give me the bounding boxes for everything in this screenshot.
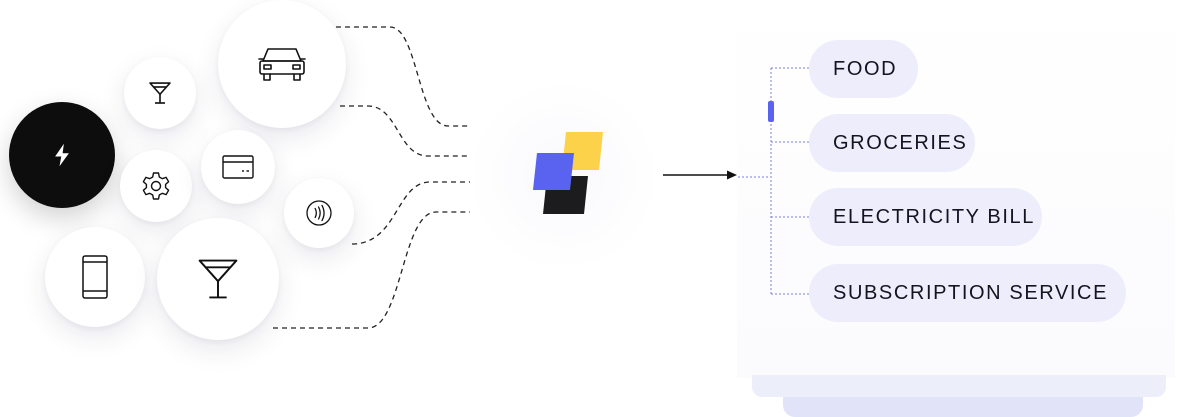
contactless-bubble bbox=[284, 178, 354, 248]
cocktail-glass-icon bbox=[198, 259, 238, 299]
category-food-label: FOOD bbox=[833, 57, 898, 80]
stacked-tiles-logo bbox=[533, 132, 603, 214]
output-arrow-head bbox=[727, 170, 737, 180]
connector-car bbox=[336, 26, 470, 127]
category-subscription-label: SUBSCRIPTION SERVICE bbox=[833, 281, 1109, 304]
active-indicator bbox=[768, 101, 774, 122]
category-subscription-service: SUBSCRIPTION SERVICE bbox=[809, 264, 1126, 322]
category-groceries: GROCERIES bbox=[809, 114, 975, 172]
lightning-bubble bbox=[9, 102, 115, 208]
car-bubble bbox=[218, 0, 346, 128]
panel-shadow-front bbox=[752, 375, 1166, 397]
smartphone-icon bbox=[82, 255, 108, 299]
gear-bubble bbox=[120, 150, 192, 222]
smartphone-bubble bbox=[45, 227, 145, 327]
cocktail-small-bubble bbox=[124, 57, 196, 129]
gear-icon bbox=[142, 172, 170, 200]
car-icon bbox=[258, 48, 306, 81]
card-bubble bbox=[201, 130, 275, 204]
credit-card-icon bbox=[222, 155, 254, 179]
connector-card bbox=[340, 105, 470, 157]
lightning-bolt-icon bbox=[55, 143, 69, 167]
connector-cocktail bbox=[273, 211, 470, 329]
category-food: FOOD bbox=[809, 40, 918, 98]
category-electricity-label: ELECTRICITY BILL bbox=[833, 205, 1035, 228]
category-electricity-bill: ELECTRICITY BILL bbox=[809, 188, 1042, 246]
contactless-payment-icon bbox=[306, 200, 332, 226]
connector-contactless bbox=[351, 181, 470, 245]
cocktail-large-bubble bbox=[157, 218, 279, 340]
cocktail-glass-icon bbox=[149, 82, 171, 104]
category-groceries-label: GROCERIES bbox=[833, 131, 968, 154]
